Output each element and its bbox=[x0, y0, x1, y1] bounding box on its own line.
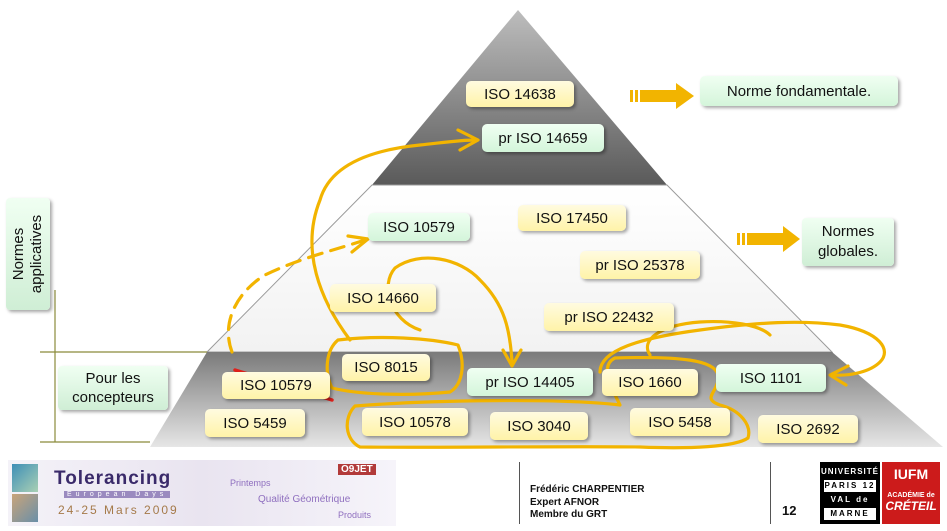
concepteurs-line1: Pour les bbox=[85, 370, 141, 387]
footer-banner: Tolerancing European Days 24-25 Mars 200… bbox=[8, 460, 396, 526]
iufm-academie: ACADÉMIE de bbox=[887, 492, 935, 499]
universite-logo: UNIVERSITÉ PARIS 12 VAL de MARNE bbox=[820, 462, 880, 524]
page-number: 12 bbox=[782, 503, 797, 518]
arrow-fondamentale bbox=[630, 83, 694, 109]
brand-subtitle: European Days bbox=[64, 491, 171, 498]
arrow-globales bbox=[737, 226, 800, 252]
univ-line1: UNIVERSITÉ bbox=[820, 467, 879, 476]
brand-title: Tolerancing bbox=[54, 468, 172, 489]
label-pr-iso-22432: pr ISO 22432 bbox=[544, 303, 674, 331]
label-pour-les-concepteurs: Pour les concepteurs bbox=[58, 366, 168, 410]
loop-1660-to-group bbox=[645, 319, 772, 357]
applicatives-line1: Normes bbox=[10, 227, 27, 281]
label-pr-iso-25378: pr ISO 25378 bbox=[580, 251, 700, 279]
brand-dates: 24-25 Mars 2009 bbox=[58, 503, 179, 517]
univ-line2: PARIS 12 bbox=[824, 480, 876, 492]
event-line1: Printemps bbox=[230, 478, 271, 488]
label-iso-10579-struck: ISO 10579 bbox=[222, 372, 330, 399]
applicatives-line2: applicatives bbox=[28, 214, 45, 294]
loop-to-1101 bbox=[598, 320, 886, 377]
loop-to-1101-head bbox=[828, 364, 850, 387]
label-iso-5459: ISO 5459 bbox=[205, 409, 305, 437]
label-iso-17450: ISO 17450 bbox=[518, 205, 626, 231]
author-role2: Membre du GRT bbox=[530, 509, 608, 520]
label-iso-3040: ISO 3040 bbox=[490, 412, 588, 440]
label-normes-globales: Normes globales. bbox=[802, 218, 894, 266]
photo-thumb-bottom bbox=[12, 494, 38, 522]
event-line2: Qualité Géométrique bbox=[258, 494, 351, 505]
label-iso-2692: ISO 2692 bbox=[758, 415, 858, 443]
iufm-title: IUFM bbox=[893, 466, 929, 482]
loop-8015-to-14659 bbox=[310, 138, 477, 342]
univ-line3: VAL de bbox=[830, 495, 870, 504]
label-iso-1101: ISO 1101 bbox=[716, 364, 826, 392]
label-pr-iso-14405: pr ISO 14405 bbox=[467, 368, 593, 396]
label-pr-iso-14659: pr ISO 14659 bbox=[482, 124, 604, 152]
label-iso-8015: ISO 8015 bbox=[342, 354, 430, 381]
loop-8015-to-14659-head bbox=[456, 128, 480, 152]
label-iso-10579-mid: ISO 10579 bbox=[368, 213, 470, 241]
iufm-logo: IUFM ACADÉMIE de CRÉTEIL bbox=[882, 462, 940, 524]
circle-group bbox=[345, 355, 751, 450]
iufm-creteil: CRÉTEIL bbox=[885, 499, 937, 513]
label-norme-fondamentale: Norme fondamentale. bbox=[700, 76, 898, 106]
photo-thumb-top bbox=[12, 464, 38, 492]
label-iso-5458: ISO 5458 bbox=[630, 408, 730, 436]
event-logo: O9JET bbox=[338, 464, 376, 475]
author-name: Frédéric CHARPENTIER bbox=[530, 484, 645, 495]
concepteurs-line2: concepteurs bbox=[72, 389, 154, 406]
loop-14660-to-14405-head bbox=[501, 348, 523, 368]
footer-divider-right bbox=[770, 462, 771, 524]
author-role1: Expert AFNOR bbox=[530, 497, 600, 508]
label-normes-applicatives: Normes applicatives bbox=[6, 198, 50, 310]
label-iso-10578: ISO 10578 bbox=[362, 408, 468, 436]
label-iso-1660: ISO 1660 bbox=[602, 369, 698, 396]
label-iso-14660: ISO 14660 bbox=[330, 284, 436, 312]
label-iso-14638: ISO 14638 bbox=[466, 81, 574, 107]
dashed-to-10579 bbox=[226, 238, 367, 354]
univ-line4: MARNE bbox=[824, 508, 876, 520]
globales-line1: Normes bbox=[821, 223, 875, 240]
footer-divider-left bbox=[519, 462, 520, 524]
globales-line2: globales. bbox=[817, 243, 879, 260]
event-line3: Produits bbox=[338, 510, 372, 520]
